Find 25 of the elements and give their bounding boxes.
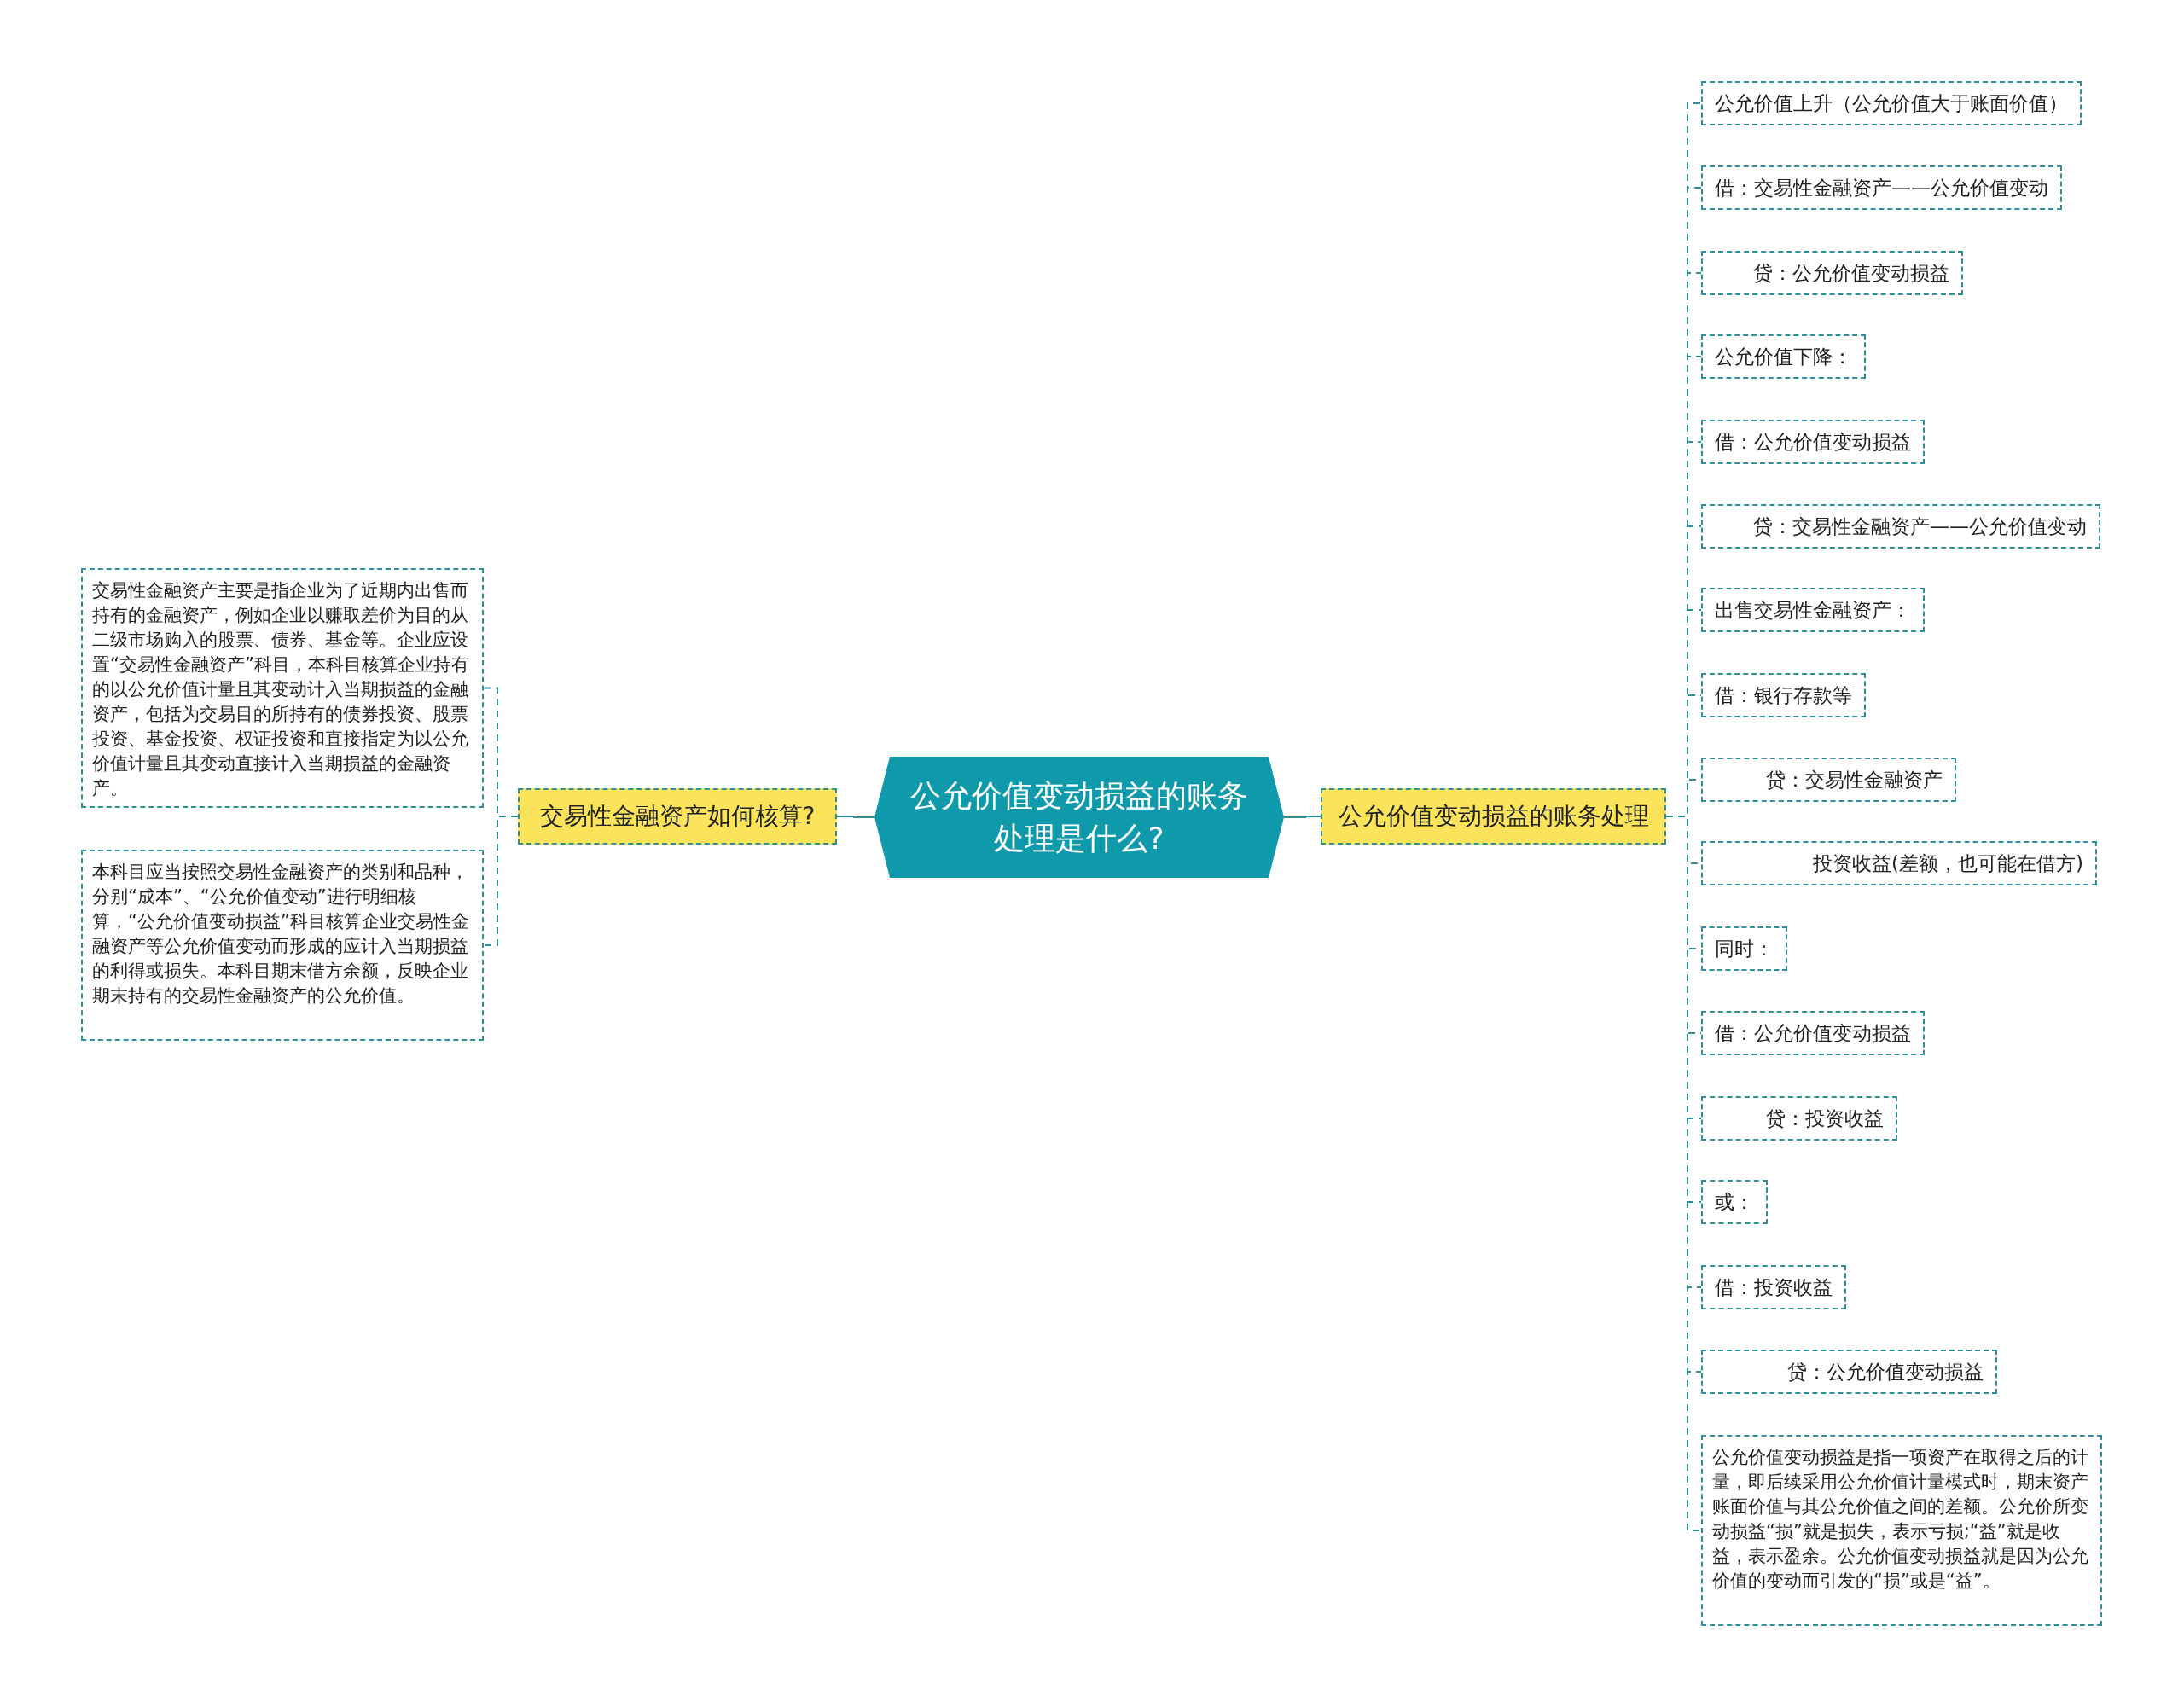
text-box: 贷：交易性金融资产——公允价值变动 bbox=[1701, 504, 2100, 549]
text-box: 借：交易性金融资产——公允价值变动 bbox=[1701, 165, 2062, 210]
text-box: 或： bbox=[1701, 1180, 1768, 1224]
text-box: 贷：交易性金融资产 bbox=[1701, 758, 1956, 802]
subtopic-box: 公允价值变动损益的账务处理 bbox=[1321, 788, 1666, 845]
text-box: 投资收益(差额，也可能在借方) bbox=[1701, 841, 2097, 885]
topic-hexagon: 公允价值变动损益的账务处理是什么? bbox=[874, 757, 1284, 878]
text-box: 借：公允价值变动损益 bbox=[1701, 420, 1925, 464]
text-box: 本科目应当按照交易性金融资产的类别和品种，分别“成本”、“公允价值变动”进行明细核算，“公允价值变动损益”科目核算企业交易性金融资产等公允价值变动而形成的应计入当期损益的利得或损失。本科目期末借方余额，反映企业期末持有的交易性金融资产的公允价值。 bbox=[81, 850, 484, 1041]
connector-line bbox=[836, 816, 875, 818]
text-box: 交易性金融资产主要是指企业为了近期内出售而持有的金融资产，例如企业以赚取差价为目的从二级市场购入的股票、债券、基金等。企业应设置“交易性金融资产”科目，本科目核算企业持有的以公允价值计量且其变动计入当期损益的金融资产，包括为交易目的所持有的债券投资、股票投资、基金投资、权证投资和直接指定为以公允价值计量且其变动直接计入当期损益的金融资产。 bbox=[81, 568, 484, 808]
text-box: 公允价值上升（公允价值大于账面价值） bbox=[1701, 81, 2082, 125]
text-box: 公允价值变动损益是指一项资产在取得之后的计量，即后续采用公允价值计量模式时，期末资产账面价值与其公允价值之间的差额。公允价所变动损益“损”就是损失，表示亏损;“益”就是收益，表示盈余。公允价值变动损益就是因为公允价值的变动而引发的“损”或是“益”。 bbox=[1701, 1435, 2102, 1626]
subtopic-box: 交易性金融资产如何核算? bbox=[518, 788, 837, 845]
text-box: 借：银行存款等 bbox=[1701, 673, 1866, 717]
text-box: 借：投资收益 bbox=[1701, 1265, 1846, 1309]
text-box: 同时： bbox=[1701, 926, 1787, 971]
text-box: 贷：公允价值变动损益 bbox=[1701, 1350, 1997, 1394]
text-box: 出售交易性金融资产： bbox=[1701, 588, 1925, 632]
text-box: 贷：投资收益 bbox=[1701, 1096, 1897, 1141]
connector-line bbox=[1283, 816, 1321, 818]
text-box: 公允价值下降： bbox=[1701, 334, 1866, 379]
text-box: 贷：公允价值变动损益 bbox=[1701, 251, 1963, 295]
connector-line bbox=[483, 816, 519, 946]
text-box: 借：公允价值变动损益 bbox=[1701, 1011, 1925, 1055]
